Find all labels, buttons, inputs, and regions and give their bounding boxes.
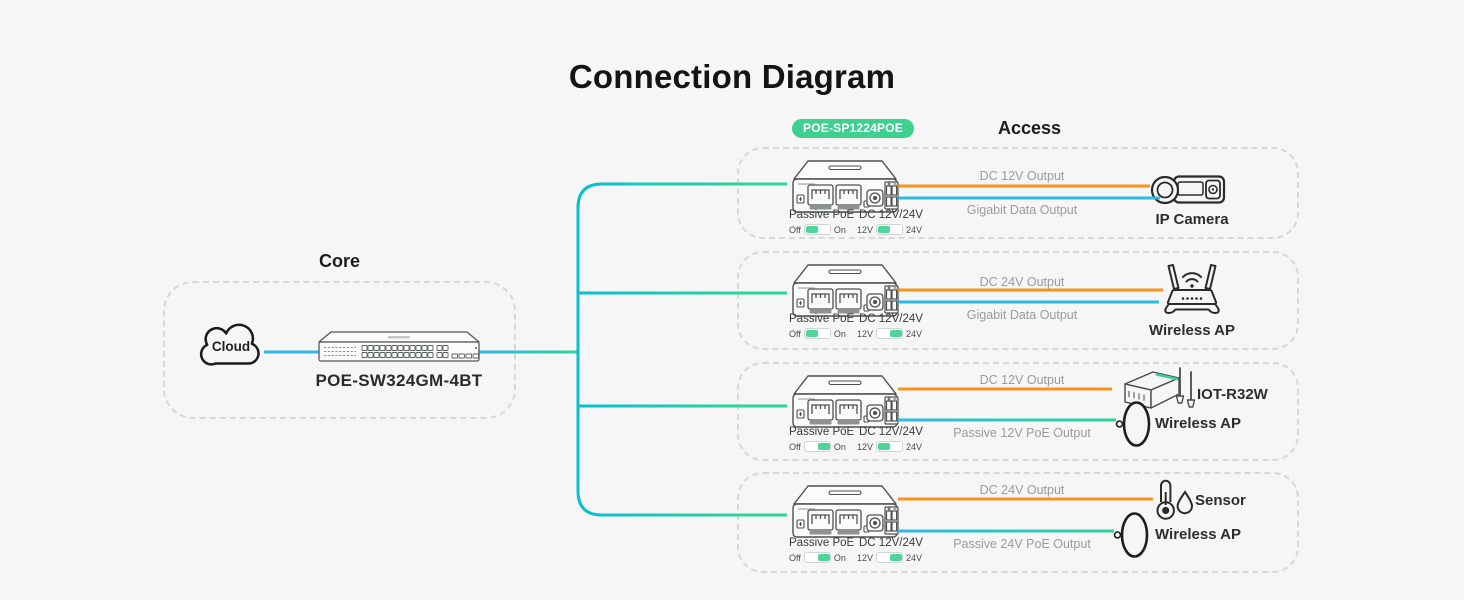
page-title: Connection Diagram — [568, 58, 896, 95]
toggle-12v-label: 12V — [857, 552, 874, 563]
toggle-knob — [890, 330, 903, 337]
toggle-track — [876, 328, 904, 339]
passive-poe-toggle[interactable]: Off On — [789, 441, 846, 452]
dc-voltage-label: DC 12V/24V — [859, 209, 923, 221]
passive-poe-label: Passive PoE — [789, 426, 855, 438]
passive-poe-toggle[interactable]: Off On — [789, 552, 846, 563]
dc-voltage-label: DC 12V/24V — [859, 313, 923, 325]
toggle-track — [876, 224, 904, 235]
access-panel-3: Passive PoE DC 12V/24V Off On 12V 24V DC… — [737, 362, 1299, 461]
toggle-12v-label: 12V — [857, 328, 874, 339]
access-heading: Access — [998, 118, 1062, 138]
core-heading: Core — [318, 251, 360, 271]
passive-poe-toggle[interactable]: Off On — [789, 224, 846, 235]
device-label: Sensor — [1195, 492, 1246, 509]
passive-poe-label: Passive PoE — [789, 537, 855, 549]
toggle-knob — [890, 554, 903, 561]
sensor-icon — [1152, 477, 1198, 528]
access-panel-4: Passive PoE DC 12V/24V Off On 12V 24V DC… — [737, 472, 1299, 573]
output-line-label: Gigabit Data Output — [966, 203, 1078, 217]
toggle-off-label: Off — [789, 441, 801, 452]
voltage-toggle[interactable]: 12V 24V — [857, 552, 922, 563]
toggle-24v-label: 24V — [906, 224, 923, 235]
toggle-track — [876, 552, 904, 563]
passive-poe-label: Passive PoE — [789, 313, 855, 325]
wifi-router-icon — [1154, 262, 1230, 325]
toggle-knob — [878, 443, 891, 450]
toggle-on-label: On — [833, 328, 846, 339]
dc-voltage-label: DC 12V/24V — [859, 537, 923, 549]
dish-ap-icon — [1112, 510, 1150, 565]
output-line-label: Passive 12V PoE Output — [953, 426, 1091, 440]
toggle-off-label: Off — [789, 224, 801, 235]
toggle-off-label: Off — [789, 328, 801, 339]
device-label: Wireless AP — [1148, 322, 1235, 339]
toggle-off-label: Off — [789, 552, 801, 563]
voltage-toggle[interactable]: 12V 24V — [857, 441, 922, 452]
core-group-box — [163, 281, 516, 419]
model-badge: POE-SP1224POE — [792, 119, 914, 138]
toggle-24v-label: 24V — [906, 552, 923, 563]
voltage-toggle[interactable]: 12V 24V — [857, 224, 922, 235]
output-line-label: DC 12V Output — [979, 169, 1065, 183]
ip-camera-icon — [1150, 168, 1234, 217]
device-label: IOT-R32W — [1197, 386, 1268, 403]
cloud-label: Cloud — [211, 339, 251, 354]
toggle-on-label: On — [833, 441, 846, 452]
dish-ap-icon — [1114, 399, 1152, 454]
toggle-24v-label: 24V — [906, 328, 923, 339]
toggle-24v-label: 24V — [906, 441, 923, 452]
toggle-knob — [817, 554, 830, 561]
poe-injector-icon — [789, 482, 901, 545]
toggle-track — [803, 552, 831, 563]
access-panel-1: Passive PoE DC 12V/24V Off On 12V 24V DC… — [737, 147, 1299, 239]
toggle-12v-label: 12V — [857, 441, 874, 452]
toggle-track — [803, 328, 831, 339]
output-line-label: DC 12V Output — [979, 373, 1065, 387]
device-label: Wireless AP — [1155, 415, 1242, 432]
output-line-label: DC 24V Output — [979, 275, 1065, 289]
access-panel-2: Passive PoE DC 12V/24V Off On 12V 24V DC… — [737, 251, 1299, 350]
dc-voltage-label: DC 12V/24V — [859, 426, 923, 438]
output-line-label: Gigabit Data Output — [966, 308, 1078, 322]
passive-poe-toggle[interactable]: Off On — [789, 328, 846, 339]
toggle-12v-label: 12V — [857, 224, 874, 235]
output-line-label: Passive 24V PoE Output — [953, 537, 1091, 551]
toggle-on-label: On — [833, 224, 846, 235]
toggle-track — [803, 441, 831, 452]
toggle-knob — [805, 226, 818, 233]
passive-poe-label: Passive PoE — [789, 209, 855, 221]
toggle-knob — [817, 443, 830, 450]
voltage-toggle[interactable]: 12V 24V — [857, 328, 922, 339]
toggle-knob — [805, 330, 818, 337]
toggle-track — [803, 224, 831, 235]
device-label: IP Camera — [1155, 211, 1229, 228]
device-label: Wireless AP — [1155, 526, 1242, 543]
core-switch-label: POE-SW324GM-4BT — [315, 371, 483, 390]
toggle-knob — [878, 226, 891, 233]
toggle-on-label: On — [833, 552, 846, 563]
toggle-track — [876, 441, 904, 452]
output-line-label: DC 24V Output — [979, 483, 1065, 497]
rack-switch-icon — [316, 330, 482, 364]
